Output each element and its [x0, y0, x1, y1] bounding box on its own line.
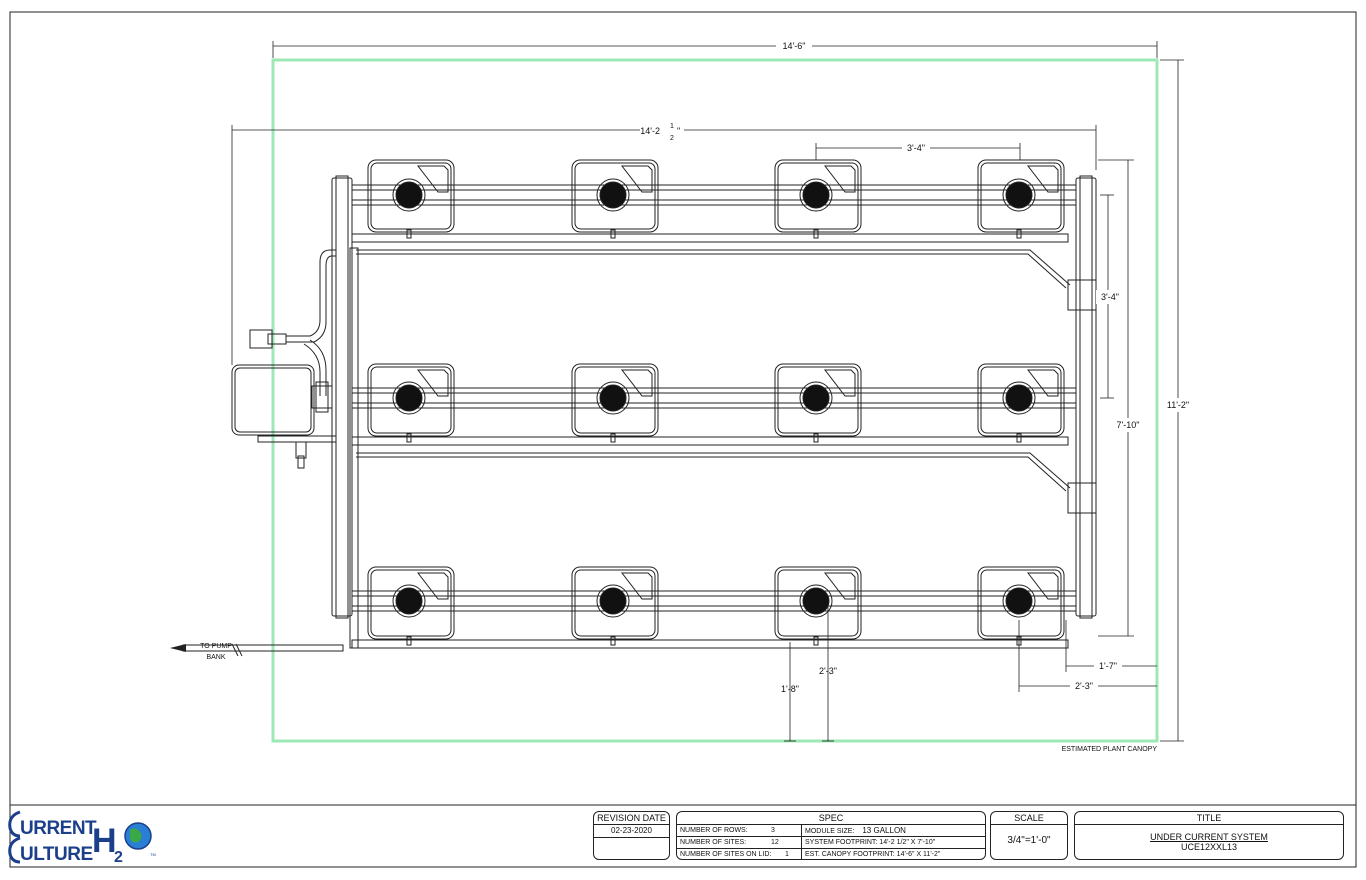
- spec-canopy-label: EST. CANOPY FOOTPRINT:: [805, 851, 895, 858]
- spec-module-label: MODULE SIZE:: [805, 828, 855, 835]
- spec-canopy-value: 14'-6" X 11'-2": [896, 851, 941, 858]
- module-r2-c1: [367, 363, 455, 443]
- title-name: UNDER CURRENT SYSTEM: [1150, 832, 1268, 842]
- pipe-frame: [182, 175, 1097, 652]
- pump-label-line2: BANK: [206, 654, 225, 661]
- logo-line2: ULTURE: [20, 844, 93, 865]
- globe-icon: [124, 822, 152, 850]
- spec-rows-value: 3: [771, 827, 775, 834]
- title-header: TITLE: [1075, 812, 1343, 825]
- module-r1-c1: [367, 159, 455, 239]
- dim-row-spacing: 3'-4": [1101, 292, 1119, 302]
- module-r3-c1: [367, 566, 455, 646]
- module-r2-c4: [977, 363, 1065, 443]
- module-r2-c3: [774, 363, 862, 443]
- dim-system-width-frac-top: 1: [670, 123, 674, 130]
- dim-edge-right-b: 2'-3": [1075, 681, 1093, 691]
- module-r1-c3: [774, 159, 862, 239]
- revision-header: REVISION DATE: [594, 812, 669, 825]
- logo-tm: TM: [150, 852, 156, 857]
- spec-header: SPEC: [818, 813, 844, 823]
- dim-outer-depth: 11'-2": [1167, 400, 1189, 410]
- scale-box: SCALE 3/4"=1'-0": [990, 811, 1068, 860]
- spec-sites-value: 12: [771, 839, 779, 846]
- spec-lid-value: 1: [785, 851, 789, 858]
- module-r1-c4: [977, 159, 1065, 239]
- company-logo: URRENT ULTURE H 2 TM: [6, 806, 156, 866]
- sheet-border: [9, 11, 1357, 868]
- module-r1-c2: [571, 159, 659, 239]
- spec-module-value: 13 GALLON: [862, 826, 906, 835]
- pump-label-line1: TO PUMP: [200, 643, 232, 650]
- dim-edge-bottom-b: 1'-8": [781, 684, 799, 694]
- spec-footprint-value: 14'-2 1/2" X 7'-10": [879, 839, 936, 846]
- spec-sites-label: NUMBER OF SITES:: [680, 839, 747, 846]
- plant-canopy-outline: [271, 58, 1159, 743]
- spec-box: SPEC NUMBER OF ROWS: 3 NUMBER OF SITES: …: [676, 811, 986, 860]
- logo-two: 2: [114, 849, 123, 866]
- module-r3-c3: [774, 566, 862, 646]
- module-r2-c2: [571, 363, 659, 443]
- module-r3-c2: [571, 566, 659, 646]
- dim-system-width-frac-bottom: 2: [670, 135, 674, 142]
- dim-edge-right-a: 1'-7": [1099, 661, 1117, 671]
- logo-h: H: [92, 822, 117, 860]
- scale-value: 3/4"=1'-0": [1007, 835, 1051, 846]
- dim-system-depth: 7'-10": [1117, 420, 1140, 430]
- logo-line1: URRENT: [20, 818, 97, 839]
- scale-header: SCALE: [991, 812, 1067, 825]
- dim-module-spacing: 3'-4": [907, 143, 925, 153]
- title-box: TITLE UNDER CURRENT SYSTEM UCE12XXL13: [1074, 811, 1344, 860]
- dim-system-width: 14'-2: [640, 126, 660, 136]
- module-r3-c4: [977, 566, 1065, 646]
- title-code: UCE12XXL13: [1180, 842, 1238, 852]
- spec-footprint-label: SYSTEM FOOTPRINT:: [805, 839, 878, 846]
- dim-outer-width: 14'-6": [783, 41, 806, 51]
- dim-system-width-tail: ": [677, 126, 680, 136]
- spec-lid-label: NUMBER OF SITES ON LID:: [680, 851, 772, 858]
- pump-arrow: [170, 644, 186, 652]
- canopy-label: ESTIMATED PLANT CANOPY: [1062, 746, 1158, 753]
- dim-edge-bottom-a: 2'-3": [819, 666, 837, 676]
- revision-box: REVISION DATE 02-23-2020: [593, 811, 670, 860]
- spec-rows-label: NUMBER OF ROWS:: [680, 827, 748, 834]
- revision-date: 02-23-2020: [594, 825, 669, 838]
- grow-modules: [367, 159, 1065, 646]
